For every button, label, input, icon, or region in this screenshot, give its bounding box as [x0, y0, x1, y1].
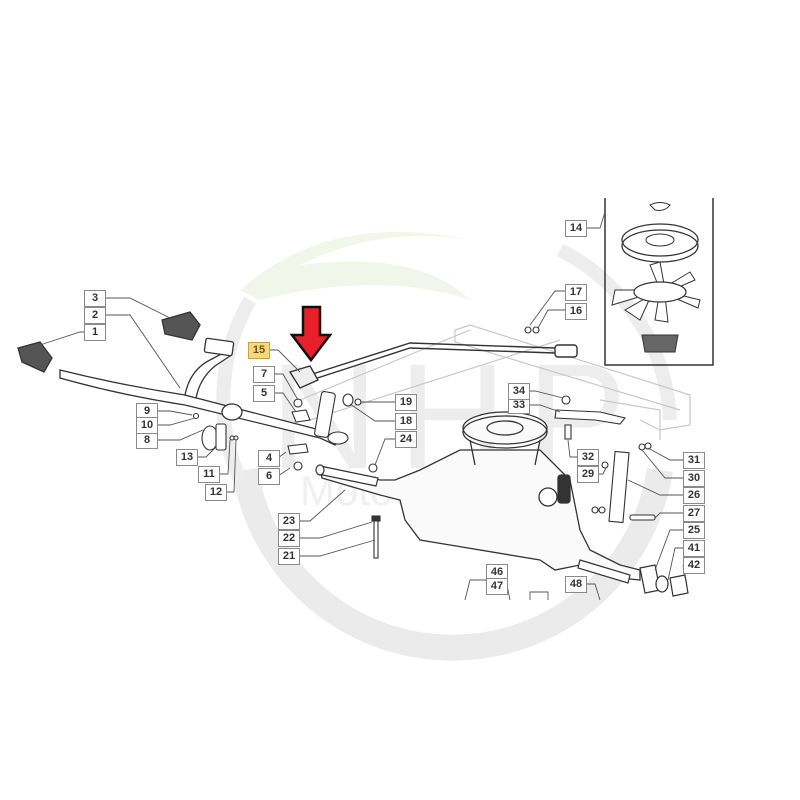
chassis-frame: [299, 324, 691, 440]
part-label-7: 7: [253, 366, 275, 383]
part-label-8: 8: [136, 432, 158, 449]
part-label-10: 10: [136, 417, 158, 434]
part-label-48: 48: [565, 576, 587, 593]
part-label-16: 16: [565, 303, 587, 320]
part-label-26: 26: [683, 487, 705, 504]
part-label-6: 6: [258, 468, 280, 485]
leader-lines: [39, 211, 686, 601]
watermark-logo: NHP Motoculture: [216, 231, 677, 661]
part-label-21: 21: [278, 548, 300, 565]
part-label-24: 24: [395, 431, 417, 448]
part-label-1: 1: [84, 324, 106, 341]
control-rod-assembly: [17, 311, 342, 446]
part-label-14: 14: [565, 220, 587, 237]
part-label-4: 4: [258, 450, 280, 467]
part-label-11: 11: [198, 466, 220, 483]
part-label-19: 19: [395, 394, 417, 411]
part-label-42: 42: [683, 557, 705, 574]
inset-fan-pulley: [604, 198, 714, 366]
axle-shafts: [315, 464, 689, 597]
part-label-29: 29: [577, 466, 599, 483]
part-label-18: 18: [395, 413, 417, 430]
part-label-25: 25: [683, 522, 705, 539]
part-label-27: 27: [683, 505, 705, 522]
part-label-22: 22: [278, 530, 300, 547]
red-arrow-indicator: [289, 305, 333, 363]
part-label-34: 34: [508, 383, 530, 400]
transmission-unit: [319, 411, 641, 581]
small-parts: [192, 326, 656, 559]
part-label-5: 5: [253, 385, 275, 402]
part-label-17: 17: [565, 284, 587, 301]
part-label-15: 15: [248, 342, 270, 359]
part-label-41: 41: [683, 540, 705, 557]
part-label-33: 33: [508, 397, 530, 414]
part-label-12: 12: [205, 484, 227, 501]
part-label-2: 2: [84, 307, 106, 324]
part-label-3: 3: [84, 290, 106, 307]
part-label-32: 32: [577, 449, 599, 466]
part-label-31: 31: [683, 452, 705, 469]
part-label-30: 30: [683, 470, 705, 487]
part-label-47: 47: [486, 578, 508, 595]
long-control-rod: [288, 342, 578, 389]
part-label-13: 13: [176, 449, 198, 466]
part-label-23: 23: [278, 513, 300, 530]
